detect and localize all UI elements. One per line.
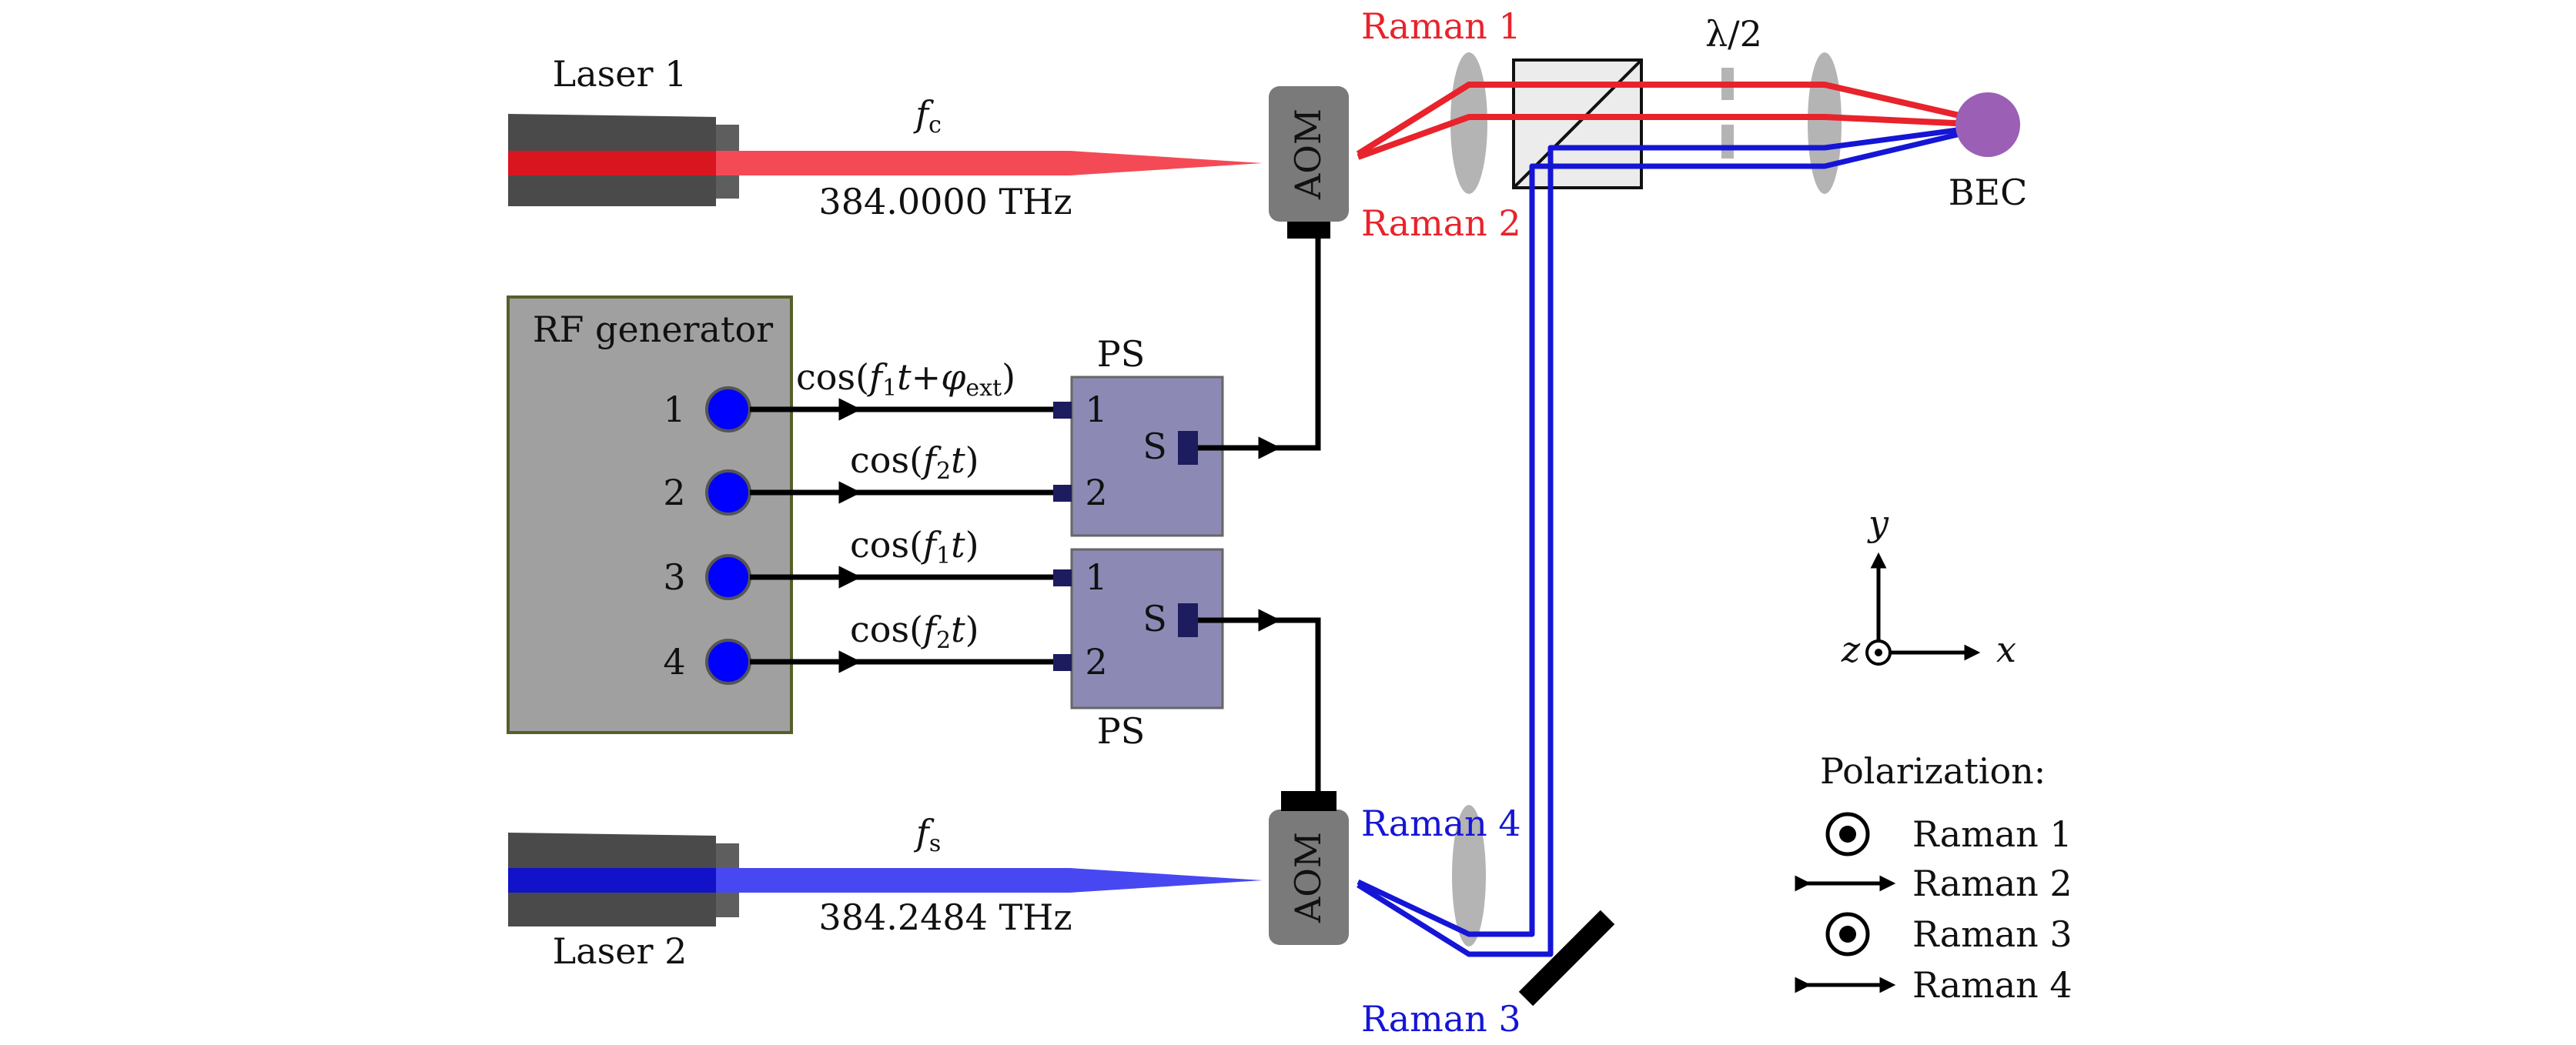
x-axis-label: x	[1996, 629, 2016, 670]
bec-cloud	[1955, 92, 2020, 157]
polarization-item-label: Raman 2	[1912, 863, 2073, 904]
lens-top-right	[1808, 52, 1842, 194]
beam-path-raman-3	[1357, 123, 1987, 957]
ps-bottom-input-2-port	[1053, 654, 1072, 671]
ps-top-input-2-label: 2	[1085, 472, 1107, 513]
polarization-item-raman-1: Raman 1	[1825, 812, 2073, 856]
rf-channel-3-port	[705, 554, 751, 600]
aom-bottom: AOM	[1269, 791, 1349, 945]
rf-channel-3-label: 3	[663, 556, 685, 598]
aom-bottom-label: AOM	[1287, 832, 1329, 923]
rf-channel-4-label: 4	[663, 641, 685, 683]
rf-channel-4-port	[705, 639, 751, 685]
signal-label-3: cos(f1t)	[850, 524, 979, 569]
power-splitter-top: 1 2 S	[1053, 376, 1224, 537]
raman-3-label: Raman 3	[1361, 998, 1521, 1040]
rf-channel-2-label: 2	[663, 472, 685, 513]
polarization-item-label: Raman 3	[1912, 913, 2073, 955]
laser-2	[508, 833, 1263, 926]
aom-bottom-connector	[1281, 791, 1337, 811]
laser-2-frequency-symbol: fs	[914, 812, 941, 857]
raman-1-label: Raman 1	[1361, 5, 1521, 47]
laser-2-label: Laser 2	[553, 930, 687, 972]
rf-channel-3: 3	[663, 554, 751, 600]
aom-top-connector	[1287, 222, 1330, 239]
signal-label-1: cos(f1t+φext)	[796, 356, 1015, 402]
rf-channel-1-label: 1	[663, 389, 685, 430]
polarization-item-label: Raman 1	[1912, 813, 2073, 855]
raman-2-label: Raman 2	[1361, 202, 1521, 244]
ps-bottom-sum-label: S	[1142, 598, 1167, 639]
bec-label: BEC	[1949, 172, 2028, 213]
aom-top-label: AOM	[1287, 109, 1329, 200]
polarization-title: Polarization:	[1820, 750, 2046, 792]
lens-bottom	[1452, 805, 1486, 947]
beam-path-raman-2	[1357, 114, 1987, 160]
power-splitter-bottom: 1 2 S	[1053, 548, 1224, 709]
signal-label-2: cos(f2t)	[850, 439, 979, 485]
mirror	[1518, 910, 1615, 1007]
rf-channel-2: 2	[663, 469, 751, 516]
laser-1-label: Laser 1	[553, 53, 687, 95]
rf-channel-1-port	[705, 386, 751, 432]
ps-top-input-1-label: 1	[1085, 389, 1107, 430]
polarization-item-label: Raman 4	[1912, 964, 2073, 1006]
ps-bottom-input-1-port	[1053, 569, 1072, 586]
polarization-item-raman-3: Raman 3	[1825, 912, 2073, 957]
half-wave-plate	[1721, 68, 1734, 159]
laser-2-frequency-value: 384.2484 THz	[818, 896, 1072, 938]
beam-path-raman-1	[1356, 82, 1987, 157]
raman-4-label: Raman 4	[1361, 803, 1521, 844]
aom-top: AOM	[1269, 86, 1349, 239]
coordinate-axes: y x z	[1841, 502, 2016, 670]
ps-top-sum-port	[1178, 431, 1198, 465]
ps-bottom-label: PS	[1097, 710, 1145, 752]
ps-top-input-1-port	[1053, 402, 1072, 419]
laser-1-frequency-symbol: fc	[913, 93, 942, 139]
rf-generator-title: RF generator	[533, 309, 773, 350]
beam-path-raman-4	[1357, 125, 1987, 937]
half-wave-plate-label: λ/2	[1705, 13, 1762, 55]
ps-top-sum-label: S	[1142, 426, 1167, 467]
laser-1	[508, 114, 1263, 206]
polarization-item-raman-2: Raman 2	[1795, 863, 2073, 904]
ps-top-input-2-port	[1053, 485, 1072, 502]
ps-bottom-input-2-label: 2	[1085, 641, 1107, 683]
z-axis-label: z	[1841, 629, 1861, 670]
polarization-item-raman-4: Raman 4	[1795, 964, 2073, 1006]
signal-label-4: cos(f2t)	[850, 609, 979, 654]
y-axis-label: y	[1867, 502, 1889, 544]
laser-1-frequency-value: 384.0000 THz	[818, 181, 1072, 222]
ps-top-label: PS	[1097, 333, 1145, 375]
ps-bottom-input-1-label: 1	[1085, 556, 1107, 598]
rf-channel-2-port	[705, 469, 751, 516]
ps-bottom-sum-port	[1178, 603, 1198, 637]
